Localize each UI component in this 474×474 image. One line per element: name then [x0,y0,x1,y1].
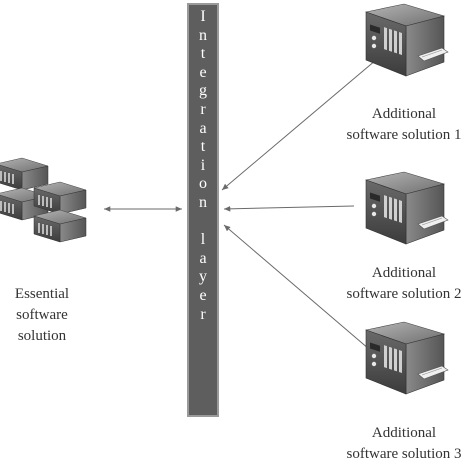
essential-label-line: Essential [14,286,70,302]
additional-label-line: software solution 1 [346,127,462,143]
integration-layer-letter: o [199,175,207,193]
additional-label-2: Additional software solution 2 [334,263,474,305]
additional-label-3: Additional software solution 3 [334,423,474,465]
integration-layer-letter: a [199,249,207,267]
additional-label-line: Additional [371,265,437,281]
integration-layer-letter: e [199,286,207,304]
server-cluster-icon [0,157,87,243]
arrow-additional-1 [221,59,377,191]
essential-label: Essential software solution [0,284,84,347]
essential-label-line: software [16,307,68,323]
arrow-additional-2 [223,205,355,212]
integration-layer-letter [201,213,205,232]
integration-layer-letter: i [200,156,206,174]
server-rack-icon [365,171,449,245]
additional-label-line: software solution 3 [346,446,462,462]
additional-label-line: Additional [371,425,437,441]
integration-layer-bar [187,3,219,417]
integration-layer-letter: t [200,138,206,156]
additional-label-line: Additional [371,106,437,122]
integration-layer-letter: l [200,231,206,249]
integration-layer-letter: a [199,119,207,137]
arrow-additional-3 [223,224,377,356]
additional-label-1: Additional software solution 1 [334,104,474,146]
integration-layer-letter: n [199,26,207,44]
essential-label-line: solution [17,328,67,344]
additional-label-line: software solution 2 [346,286,462,302]
integration-layer-letter: r [200,100,206,118]
integration-layer-letter: t [200,45,206,63]
integration-layer-letter: g [199,82,207,100]
integration-layer-letter: y [199,268,207,286]
integration-layer-letter: n [199,193,207,211]
integration-layer-letter: r [200,305,206,323]
server-rack-icon [365,3,449,77]
integration-layer-letter: e [199,63,207,81]
integration-layer-letter: I [200,8,206,25]
server-rack-icon [365,321,449,395]
